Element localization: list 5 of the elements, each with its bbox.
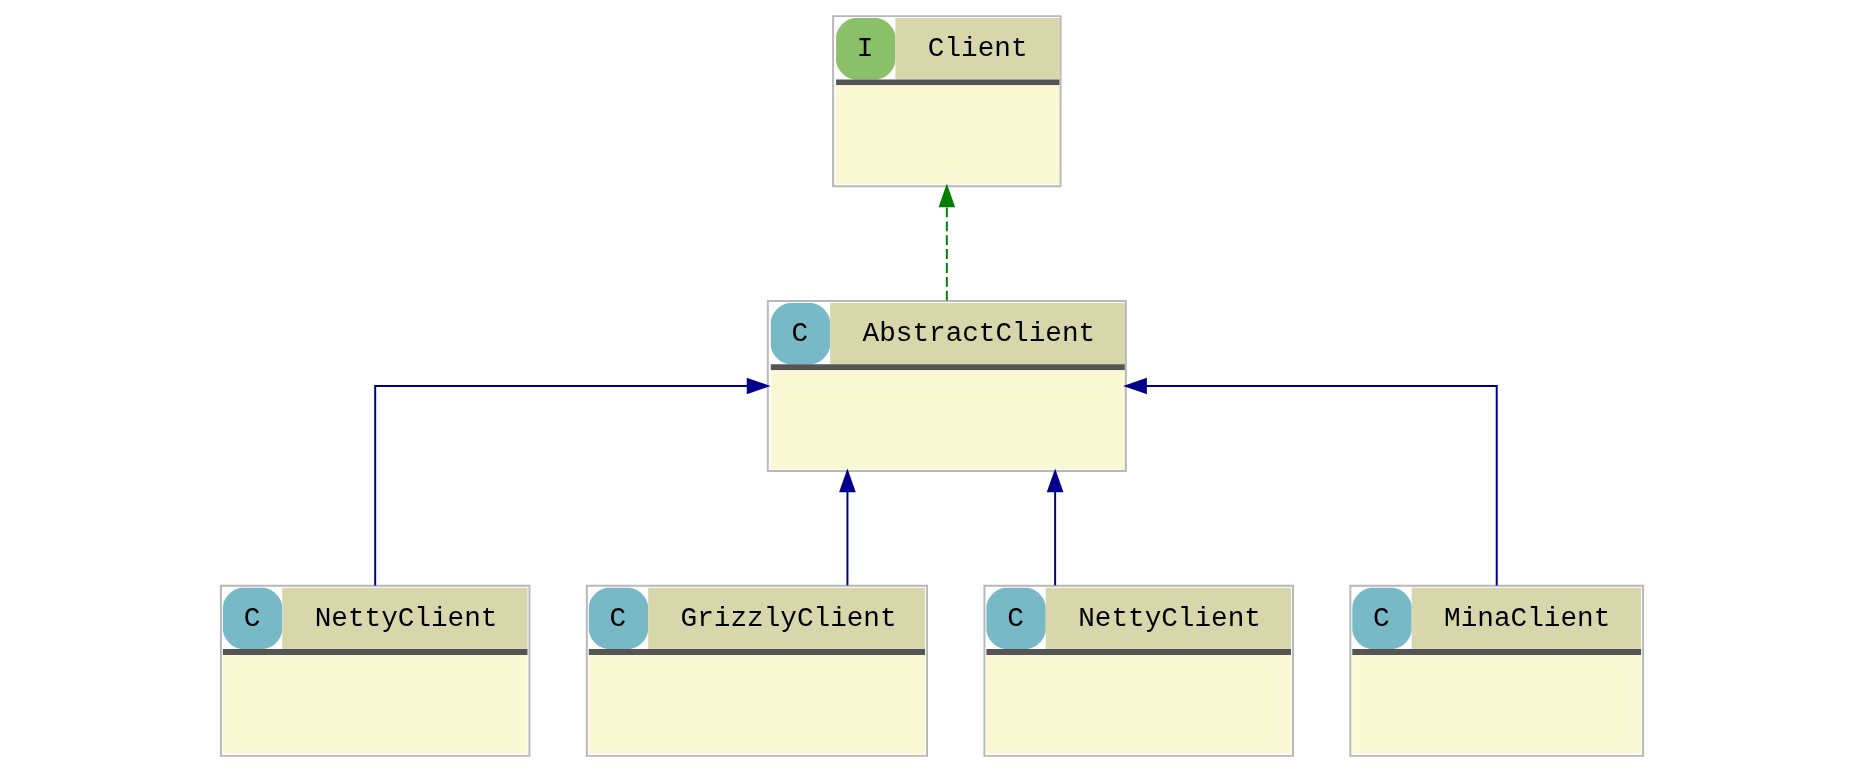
arrow: [839, 468, 856, 587]
arrow: [1046, 468, 1064, 587]
arrow: [374, 377, 771, 587]
arrow: [938, 183, 956, 302]
arrow: [1123, 377, 1498, 587]
